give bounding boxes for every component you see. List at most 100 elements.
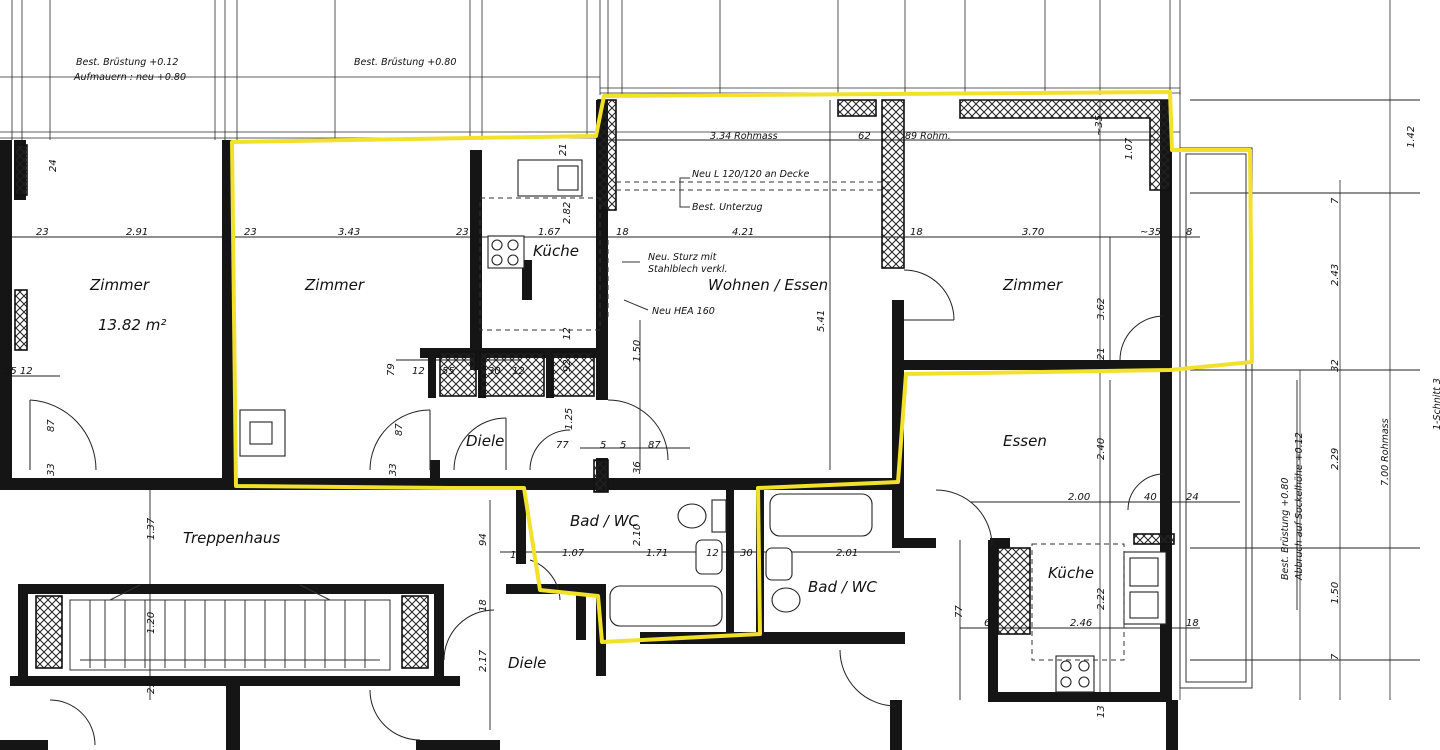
dim-32: 32 — [1330, 359, 1341, 372]
note-rohmass-vertical: 7.00 Rohmass — [1380, 418, 1391, 486]
dim-201: 2.01 — [836, 548, 858, 559]
dim-150a: 1.50 — [632, 340, 643, 362]
room-label-zimmer-3: Zimmer — [1002, 276, 1063, 294]
room-area-zimmer-1: 13.82 m² — [98, 316, 166, 334]
dim-107b: 1.07 — [562, 548, 585, 559]
dim-210: 2.10 — [632, 524, 643, 546]
dim-30b: 30 — [740, 548, 753, 559]
dim-7b: 7 — [1330, 653, 1341, 660]
dim-240: 2.40 — [1096, 438, 1107, 460]
dim-229: 2.29 — [1330, 448, 1341, 470]
dim-246: 2.46 — [1070, 618, 1092, 629]
dim-200: 2.00 — [1068, 492, 1090, 503]
dim-291: 2.91 — [126, 227, 148, 238]
staircase — [69, 584, 391, 671]
dim-21a: 21 — [146, 681, 157, 694]
note-neu-l: Neu L 120/120 an Decke — [692, 169, 810, 180]
dim-23b: 23 — [244, 227, 257, 238]
dim-7a: 7 — [1330, 197, 1341, 204]
dim-77b: 77 — [954, 605, 965, 618]
note-rohmass-2: 89 Rohm. — [905, 131, 951, 142]
note-neu-hea: Neu HEA 160 — [652, 306, 715, 317]
dim-12d: 12 — [562, 327, 573, 340]
room-label-treppenhaus: Treppenhaus — [183, 529, 280, 547]
note-aufmauern: Aufmauern : neu +0.80 — [73, 72, 186, 83]
room-label-diele-1: Diele — [466, 432, 504, 450]
dim-5a: 5 — [600, 440, 606, 451]
dim-6: 6 — [984, 618, 990, 629]
dim-150b: 1.50 — [1330, 582, 1341, 604]
dim-87b: 87 — [394, 423, 405, 436]
annotations: Best. Brüstung +0.12 Aufmauern : neu +0.… — [73, 57, 1440, 581]
dim-5b: 5 — [620, 440, 626, 451]
dim-12a: 12 — [412, 366, 425, 377]
note-brustung-1: Best. Brüstung +0.12 — [76, 57, 178, 68]
dim-33b: 33 — [388, 463, 399, 476]
dim-18a: 18 — [616, 227, 629, 238]
dim-35: ~35 — [1140, 227, 1161, 238]
room-label-bad-wc-1: Bad / WC — [570, 512, 639, 530]
note-rohmass-1: 3.34 Rohmass — [710, 131, 778, 142]
room-label-zimmer-2: Zimmer — [304, 276, 365, 294]
dim-55: 55 — [442, 366, 455, 377]
dim-125: 1.25 — [564, 408, 575, 430]
dim-30a: 30 — [488, 366, 501, 377]
note-best-unterzug: Best. Unterzug — [692, 202, 763, 213]
dim-21b: 21 — [1096, 347, 1107, 360]
note-brustung-2: Best. Brüstung +0.80 — [354, 57, 456, 68]
room-label-diele-2: Diele — [508, 654, 546, 672]
dim-77: 77 — [556, 440, 569, 451]
dim-40: 40 — [1144, 492, 1157, 503]
dim-107a: 1.07 — [1124, 137, 1135, 160]
note-abbruch-vertical: Abbruch auf Sockelhöhe +0.12 — [1294, 432, 1305, 581]
dim-12b: 12 — [512, 366, 525, 377]
dim-35b: ~35 — [1094, 115, 1105, 136]
dim-33a: 33 — [46, 463, 57, 476]
fixtures — [239, 159, 1167, 693]
dim-23c: 23 — [456, 227, 469, 238]
dim-24: 24 — [1186, 492, 1199, 503]
dim-13: 13 — [1096, 705, 1107, 718]
note-schnitt: 1-Schnitt 3 — [1432, 378, 1440, 430]
room-label-wohnen-essen: Wohnen / Essen — [708, 276, 828, 294]
dim-18d: 18 — [1186, 618, 1199, 629]
dim-87a: 87 — [46, 419, 57, 432]
room-label-essen: Essen — [1003, 432, 1047, 450]
room-label-kueche-2: Küche — [1048, 564, 1094, 582]
dim-79: 79 — [386, 363, 397, 376]
dim-421: 4.21 — [732, 227, 754, 238]
dim-142: 1.42 — [1406, 126, 1417, 148]
dim-343: 3.43 — [338, 227, 360, 238]
note-stahlblech: Stahlblech verkl. — [648, 264, 728, 275]
dim-541: 5.41 — [816, 310, 827, 332]
dim-217: 2.17 — [478, 649, 489, 672]
dim-36: 36 — [632, 461, 643, 474]
doors — [29, 269, 1165, 746]
dimension-values: 2.91 3.43 4.21 3.70 23 23 23 18 18 8 ~35… — [4, 115, 1417, 718]
dim-12c: 12 — [706, 548, 719, 559]
dim-167: 1.67 — [538, 227, 561, 238]
dim-94: 94 — [478, 533, 489, 546]
note-neu-sturz: Neu. Sturz mit — [648, 252, 718, 263]
dim-5512: 55 12 — [4, 366, 33, 377]
room-label-bad-wc-2: Bad / WC — [808, 578, 877, 596]
dim-62: 62 — [858, 131, 871, 142]
dim-24b: 24 — [48, 159, 59, 172]
dim-87c: 87 — [648, 440, 661, 451]
room-labels: Zimmer 13.82 m² Zimmer Küche Wohnen / Es… — [89, 242, 1094, 672]
dim-282: 2.82 — [562, 202, 573, 224]
dim-21c: 21 — [558, 143, 569, 156]
dim-8: 8 — [1186, 227, 1192, 238]
dim-137: 1.37 — [146, 517, 157, 540]
dim-18b: 18 — [910, 227, 923, 238]
dim-243: 2.43 — [1330, 264, 1341, 286]
dim-370: 3.70 — [1022, 227, 1044, 238]
dim-120: 1.20 — [146, 612, 157, 634]
dim-171: 1.71 — [646, 548, 668, 559]
note-brustung-vertical: Best. Brüstung +0.80 — [1280, 478, 1291, 580]
room-label-zimmer-1: Zimmer — [89, 276, 150, 294]
apartment-highlight — [230, 90, 1254, 644]
hatched-masonry — [14, 99, 1175, 669]
dim-23a: 23 — [36, 227, 49, 238]
